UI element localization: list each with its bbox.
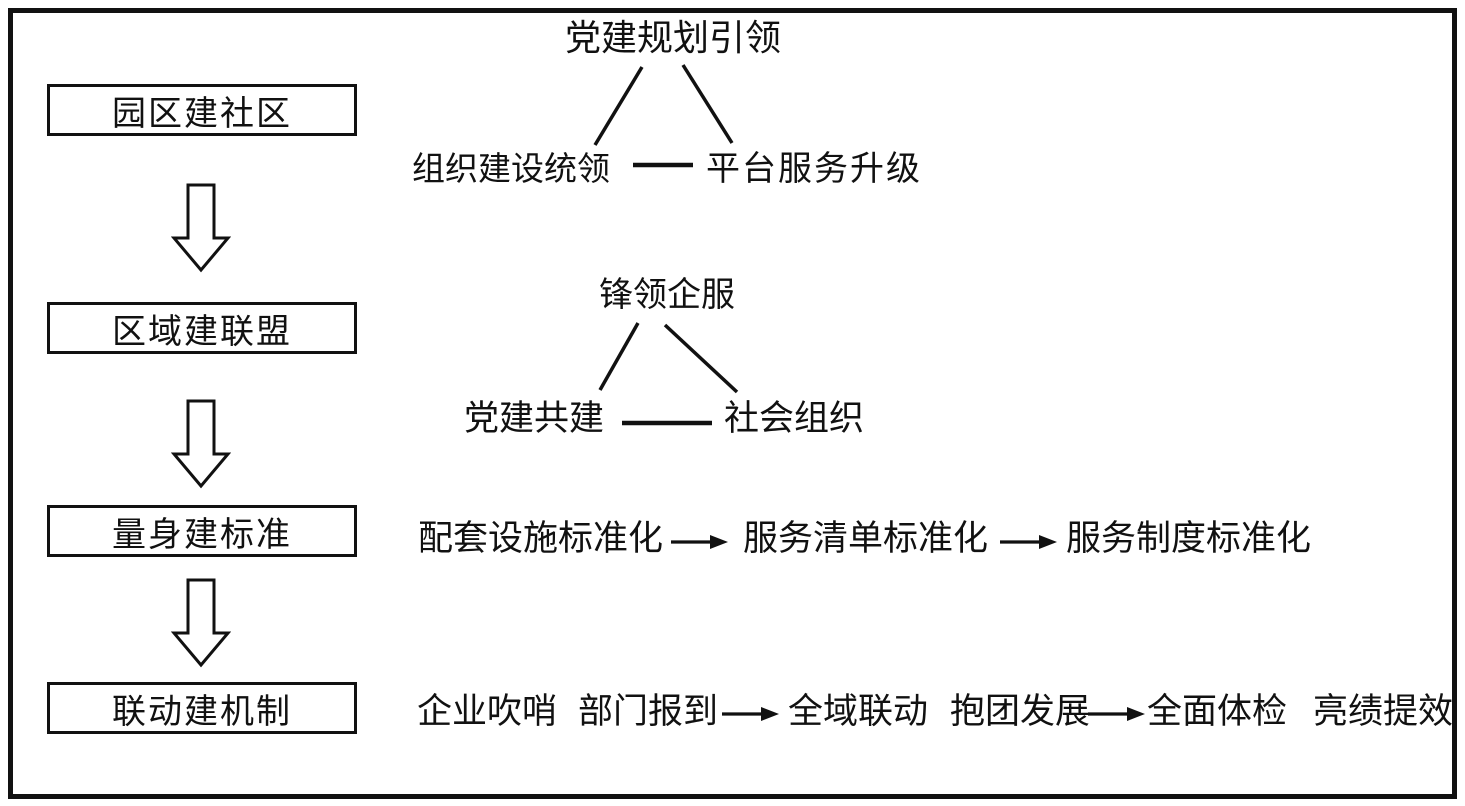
down-arrow-icon — [171, 183, 231, 273]
right-arrow-head — [1039, 535, 1057, 549]
right-arrow-icon — [671, 535, 728, 549]
down-arrow-icon — [171, 399, 231, 489]
step-label: 联动建机制 — [112, 691, 292, 732]
mechanism-flow-item-1: 企业吹哨 — [417, 692, 558, 732]
party-triangle-top-label: 党建规划引领 — [565, 18, 782, 59]
service-triangle-bottom-right-label: 社会组织 — [724, 399, 865, 439]
standards-flow-item-2: 服务清单标准化 — [743, 519, 989, 559]
step-box-tailored-standards: 量身建标准 — [47, 505, 357, 557]
step-box-linkage-mechanism: 联动建机制 — [47, 682, 357, 734]
right-arrow-icon — [1000, 535, 1057, 549]
down-arrow-shape — [171, 578, 231, 668]
mechanism-flow-item-5: 全面体检 — [1147, 692, 1288, 732]
standards-flow-item-1: 配套设施标准化 — [418, 519, 664, 559]
service-triangle-left-edge-line — [598, 322, 640, 391]
right-arrow-head — [761, 707, 779, 721]
step-label: 区域建联盟 — [112, 311, 292, 352]
outer-border — [8, 8, 1457, 799]
party-triangle-right-edge-line — [681, 64, 734, 144]
party-triangle-bottom-right-label: 平台服务升级 — [706, 149, 922, 189]
service-triangle-bottom-left-label: 党建共建 — [464, 399, 605, 439]
right-arrow-head — [710, 535, 728, 549]
step-label: 园区建社区 — [112, 93, 292, 134]
party-triangle-bottom-left-label: 组织建设统领 — [412, 149, 610, 188]
mechanism-flow-item-4: 抱团发展 — [950, 692, 1091, 732]
down-arrow-shape — [171, 399, 231, 489]
step-box-park-community: 园区建社区 — [47, 84, 357, 136]
service-triangle-top-label: 锋领企服 — [599, 275, 735, 315]
service-triangle-right-edge-line — [663, 323, 739, 394]
right-arrow-icon — [722, 707, 779, 721]
right-arrow-head — [1127, 707, 1145, 721]
party-triangle-left-edge-line — [593, 66, 644, 146]
mechanism-flow-item-6: 亮绩提效 — [1313, 692, 1454, 732]
down-arrow-icon — [171, 578, 231, 668]
standards-flow-item-3: 服务制度标准化 — [1066, 519, 1312, 559]
mechanism-flow-item-2: 部门报到 — [578, 692, 719, 732]
step-box-region-alliance: 区域建联盟 — [47, 302, 357, 354]
mechanism-flow-item-3: 全域联动 — [788, 692, 929, 732]
right-arrow-icon — [1088, 707, 1145, 721]
step-label: 量身建标准 — [112, 514, 292, 555]
down-arrow-shape — [171, 183, 231, 273]
